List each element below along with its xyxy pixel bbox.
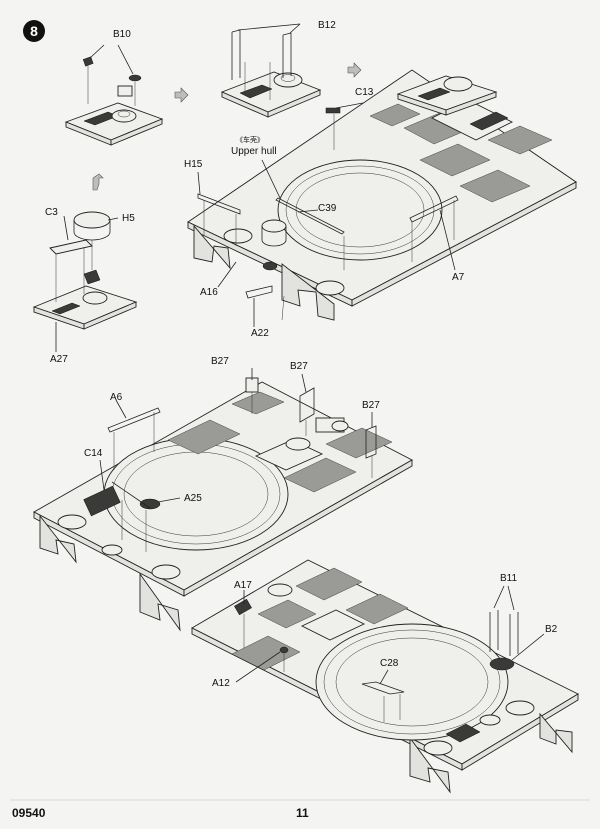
subassembly-b10	[64, 44, 164, 146]
upper-hull-top	[187, 69, 577, 327]
label-c39: C39	[318, 203, 337, 214]
label-a16: A16	[200, 287, 218, 298]
kit-number: 09540	[12, 806, 46, 820]
label-upper-hull-cn: 《车壳》	[236, 137, 264, 144]
label-a7: A7	[452, 272, 465, 283]
label-b27-2: B27	[290, 361, 308, 372]
label-b11: B11	[500, 573, 518, 584]
subassembly-c3-h5	[32, 211, 138, 352]
label-a12: A12	[212, 678, 230, 689]
label-a22: A22	[251, 328, 269, 339]
label-c13: C13	[355, 87, 374, 98]
label-b12: B12	[318, 20, 336, 31]
page-number: 11	[296, 806, 309, 820]
label-a25: A25	[184, 493, 202, 504]
hull-middle	[33, 368, 413, 632]
step-number-badge: 8	[23, 20, 45, 42]
label-b10: B10	[113, 29, 131, 40]
sequence-arrow-3	[92, 173, 104, 191]
label-c28: C28	[380, 658, 399, 669]
label-a17: A17	[234, 580, 252, 591]
label-h5: H5	[122, 213, 135, 224]
label-b2: B2	[545, 624, 558, 635]
label-b27-3: B27	[362, 400, 380, 411]
sequence-arrow-2	[347, 62, 362, 78]
label-a27: A27	[50, 354, 68, 365]
label-c14: C14	[84, 448, 103, 459]
label-b27-1: B27	[211, 356, 229, 367]
sequence-arrow-1	[174, 87, 189, 103]
label-c3: C3	[45, 207, 58, 218]
label-a6: A6	[110, 392, 123, 403]
hull-bottom	[191, 559, 579, 794]
label-upper-hull: Upper hull	[231, 146, 277, 157]
subassembly-b12	[220, 23, 322, 118]
label-h15: H15	[184, 159, 203, 170]
